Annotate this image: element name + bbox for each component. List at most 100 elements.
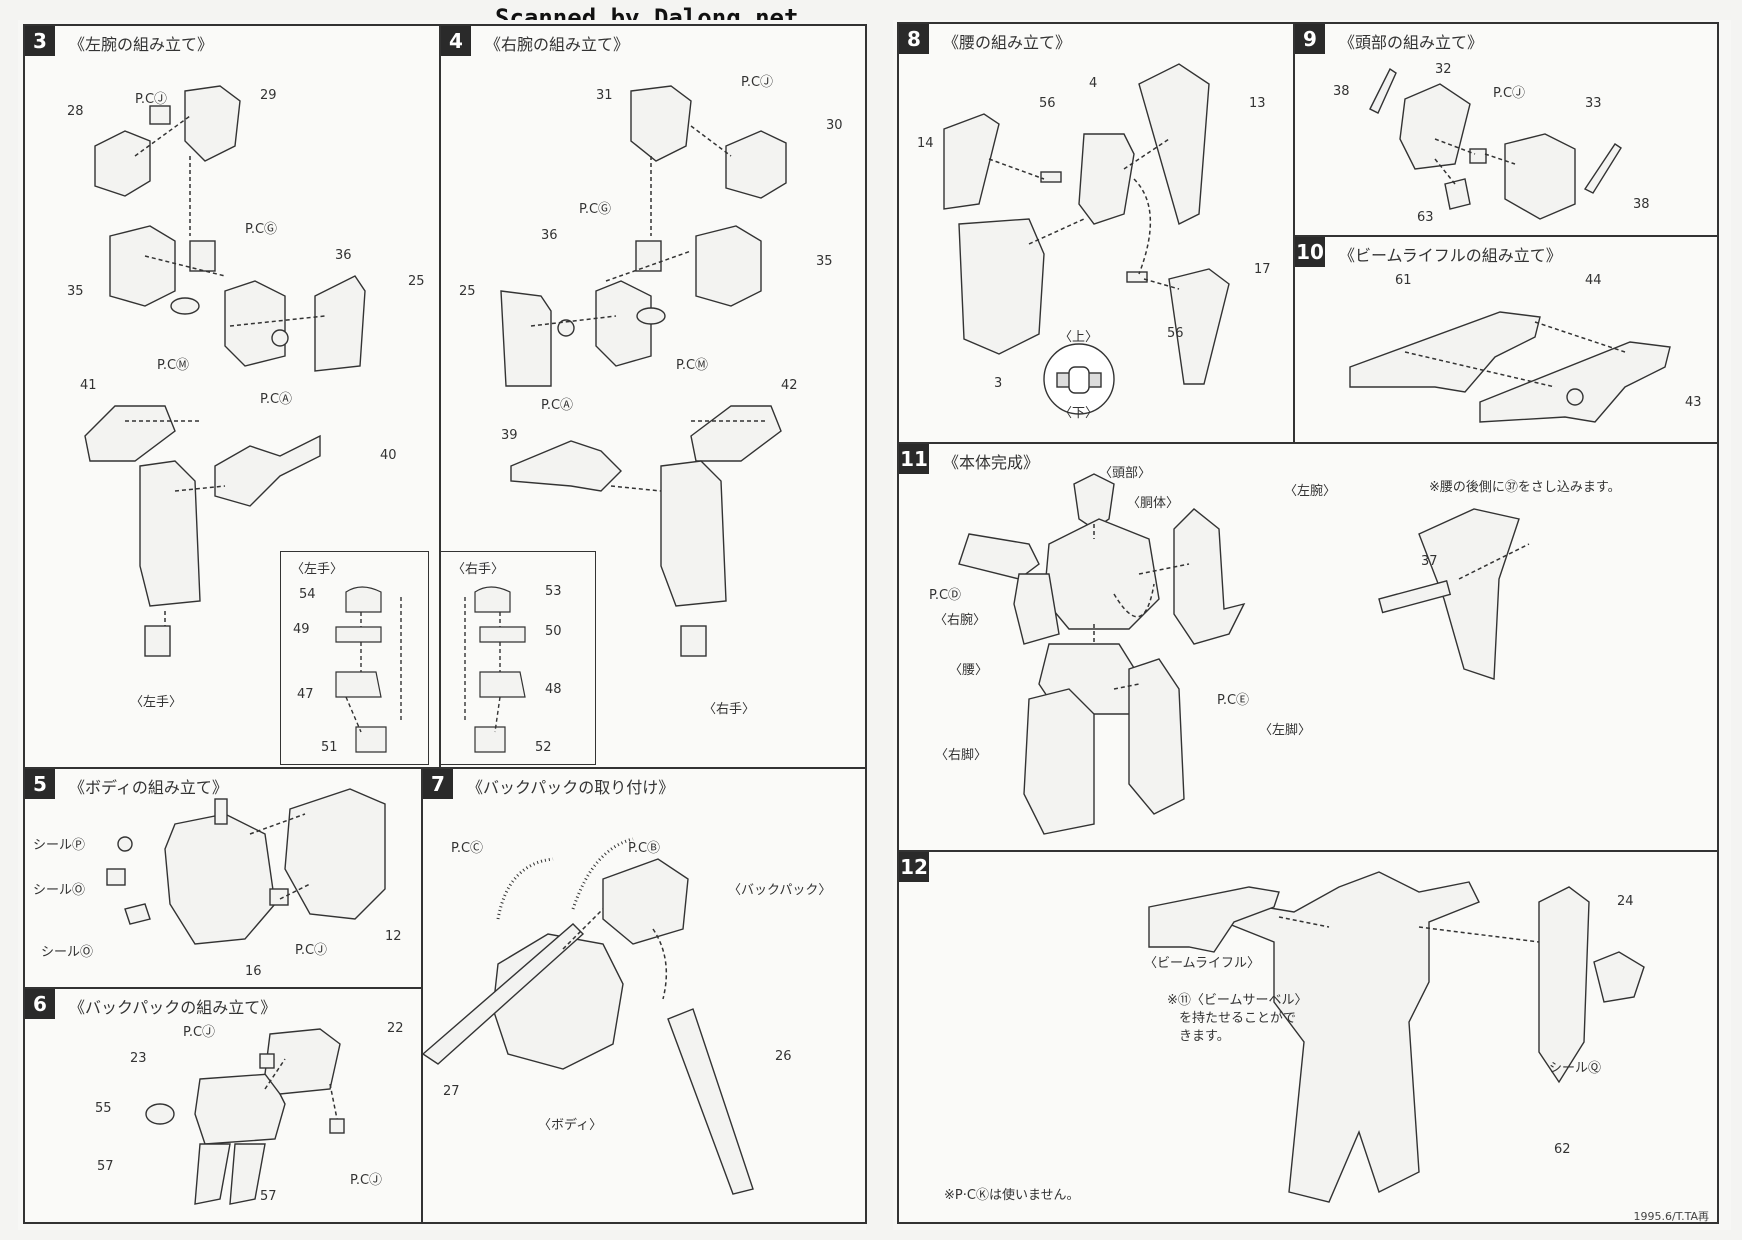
part-54: 54 (299, 587, 316, 602)
part-55: 55 (95, 1101, 112, 1116)
left-hand-box-title: 〈左手〉 (291, 562, 344, 577)
left-hand-label: 〈左手〉 (130, 695, 183, 710)
part-29: 29 (260, 88, 277, 103)
step-4-title: 《右腕の組み立て》 (485, 35, 630, 54)
step-4-panel: 4 《右腕の組み立て》 (439, 24, 867, 769)
step-5-title: 《ボディの組み立て》 (69, 778, 228, 797)
pc-j-label: P.CⒿ (295, 943, 328, 958)
step-5-panel: 5 《ボディの組み立て》 シールⓅ シールⓄ シールⓄ 12 16 P.CⒿ (23, 767, 423, 989)
left-arm-illustration (84, 85, 366, 657)
seal-o-label: シールⓄ (33, 883, 86, 898)
pc-j-label: P.CⒿ (135, 92, 168, 107)
step-7-number: 7 (423, 769, 453, 799)
pc-b-label: P.CⒷ (628, 841, 661, 856)
part-13: 13 (1249, 96, 1266, 111)
part-32: 32 (1435, 62, 1452, 77)
seal-o-label-2: シールⓄ (41, 945, 94, 960)
step-3-number: 3 (25, 26, 55, 56)
waist-label: 〈腰〉 (949, 663, 989, 678)
part-49: 49 (293, 622, 310, 637)
backpack-attach-illustration (423, 837, 754, 1195)
step-10-title: 《ビームライフルの組み立て》 (1339, 246, 1562, 265)
pc-c-label: P.CⒸ (451, 841, 484, 856)
part-52: 52 (535, 740, 552, 755)
part-14: 14 (917, 136, 934, 151)
pc-g-label: P.CⒼ (579, 202, 612, 217)
part-24: 24 (1617, 894, 1634, 909)
step-8-number: 8 (899, 24, 929, 54)
beam-saber-note-line-2: を持たせることがで (1179, 1011, 1297, 1026)
right-hand-label: 〈右手〉 (703, 702, 756, 717)
part-28: 28 (67, 104, 84, 119)
part-22: 22 (387, 1021, 404, 1036)
part-12: 12 (385, 929, 402, 944)
part-35: 35 (816, 254, 833, 269)
complete-body-illustration (958, 473, 1530, 835)
final-assembly-illustration (1148, 871, 1645, 1203)
part-25: 25 (459, 284, 476, 299)
part-26: 26 (775, 1049, 792, 1064)
waist-rear-note: ※腰の後側に㊲をさし込みます。 (1429, 480, 1621, 495)
seal-p-label: シールⓅ (33, 838, 86, 853)
pc-j-label: P.CⒿ (1493, 86, 1526, 101)
left-page: 3 《左腕の組み立て》 (18, 20, 867, 1230)
part-56: 56 (1039, 96, 1056, 111)
left-leg-label: 〈左脚〉 (1259, 723, 1312, 738)
head-illustration (1369, 67, 1622, 220)
step-4-number: 4 (441, 26, 471, 56)
beam-saber-note-line-3: きます。 (1179, 1029, 1230, 1044)
part-31: 31 (596, 88, 613, 103)
pc-k-unused-note: ※P·CⓀは使いません。 (944, 1188, 1080, 1203)
part-16: 16 (245, 964, 262, 979)
part-37: 37 (1421, 554, 1438, 569)
top-label: 〈上〉 (1059, 330, 1099, 345)
right-arm-illustration (500, 85, 787, 657)
step-9-number: 9 (1295, 24, 1325, 54)
part-63: 63 (1417, 210, 1434, 225)
pc-j-label: P.CⒿ (741, 75, 774, 90)
part-40: 40 (380, 448, 397, 463)
part-61: 61 (1395, 273, 1412, 288)
part-53: 53 (545, 584, 562, 599)
part-57-b: 57 (260, 1189, 277, 1204)
part-17: 17 (1254, 262, 1271, 277)
part-4: 4 (1089, 76, 1098, 91)
part-47: 47 (297, 687, 314, 702)
part-25: 25 (408, 274, 425, 289)
step-3-title: 《左腕の組み立て》 (69, 35, 214, 54)
part-56-b: 56 (1167, 326, 1184, 341)
body-illustration (106, 788, 386, 945)
part-3: 3 (994, 376, 1003, 391)
part-36: 36 (335, 248, 352, 263)
backpack-illustration (145, 1028, 345, 1205)
body-label: 〈ボディ〉 (538, 1118, 603, 1133)
step-12-panel: 12 〈ビームライフル〉 シールⓆ 24 62 ※⑪〈ビームサーベル〉 を持たせ… (897, 850, 1719, 1224)
step-8-panel: 8 《腰の組み立て》 56 4 (897, 22, 1295, 444)
part-48: 48 (545, 682, 562, 697)
step-7-title: 《バックパックの取り付け》 (467, 778, 675, 797)
step-11-number: 11 (899, 444, 929, 474)
pc-a-label: P.CⒶ (541, 398, 574, 413)
part-44: 44 (1585, 273, 1602, 288)
left-hand-detail-box: 〈左手〉 54 49 47 51 (280, 551, 429, 765)
part-62: 62 (1554, 1142, 1571, 1157)
part-35: 35 (67, 284, 84, 299)
step-9-panel: 9 《頭部の組み立て》 32 P.CⒿ 33 38 38 63 (1293, 22, 1719, 237)
step-6-panel: 6 《バックパックの組み立て》 P.CⒿ 22 23 55 57 57 P.CⒿ (23, 987, 423, 1224)
beam-saber-note-line-1: ※⑪〈ビームサーベル〉 (1167, 993, 1308, 1008)
step-12-number: 12 (899, 852, 929, 882)
step-6-title: 《バックパックの組み立て》 (69, 998, 277, 1017)
part-38-b: 38 (1633, 197, 1650, 212)
step-10-panel: 10 《ビームライフルの組み立て》 61 44 43 (1293, 235, 1719, 444)
part-50: 50 (545, 624, 562, 639)
step-8-title: 《腰の組み立て》 (943, 33, 1072, 52)
step-9-title: 《頭部の組み立て》 (1339, 33, 1484, 52)
pc-d-label: P.CⒹ (929, 588, 962, 603)
part-42: 42 (781, 378, 798, 393)
backpack-label: 〈バックパック〉 (728, 883, 832, 898)
pc-a-label: P.CⒶ (260, 392, 293, 407)
part-30: 30 (826, 118, 843, 133)
part-33: 33 (1585, 96, 1602, 111)
left-hand-parts-illustration (335, 586, 402, 753)
part-38: 38 (1333, 84, 1350, 99)
